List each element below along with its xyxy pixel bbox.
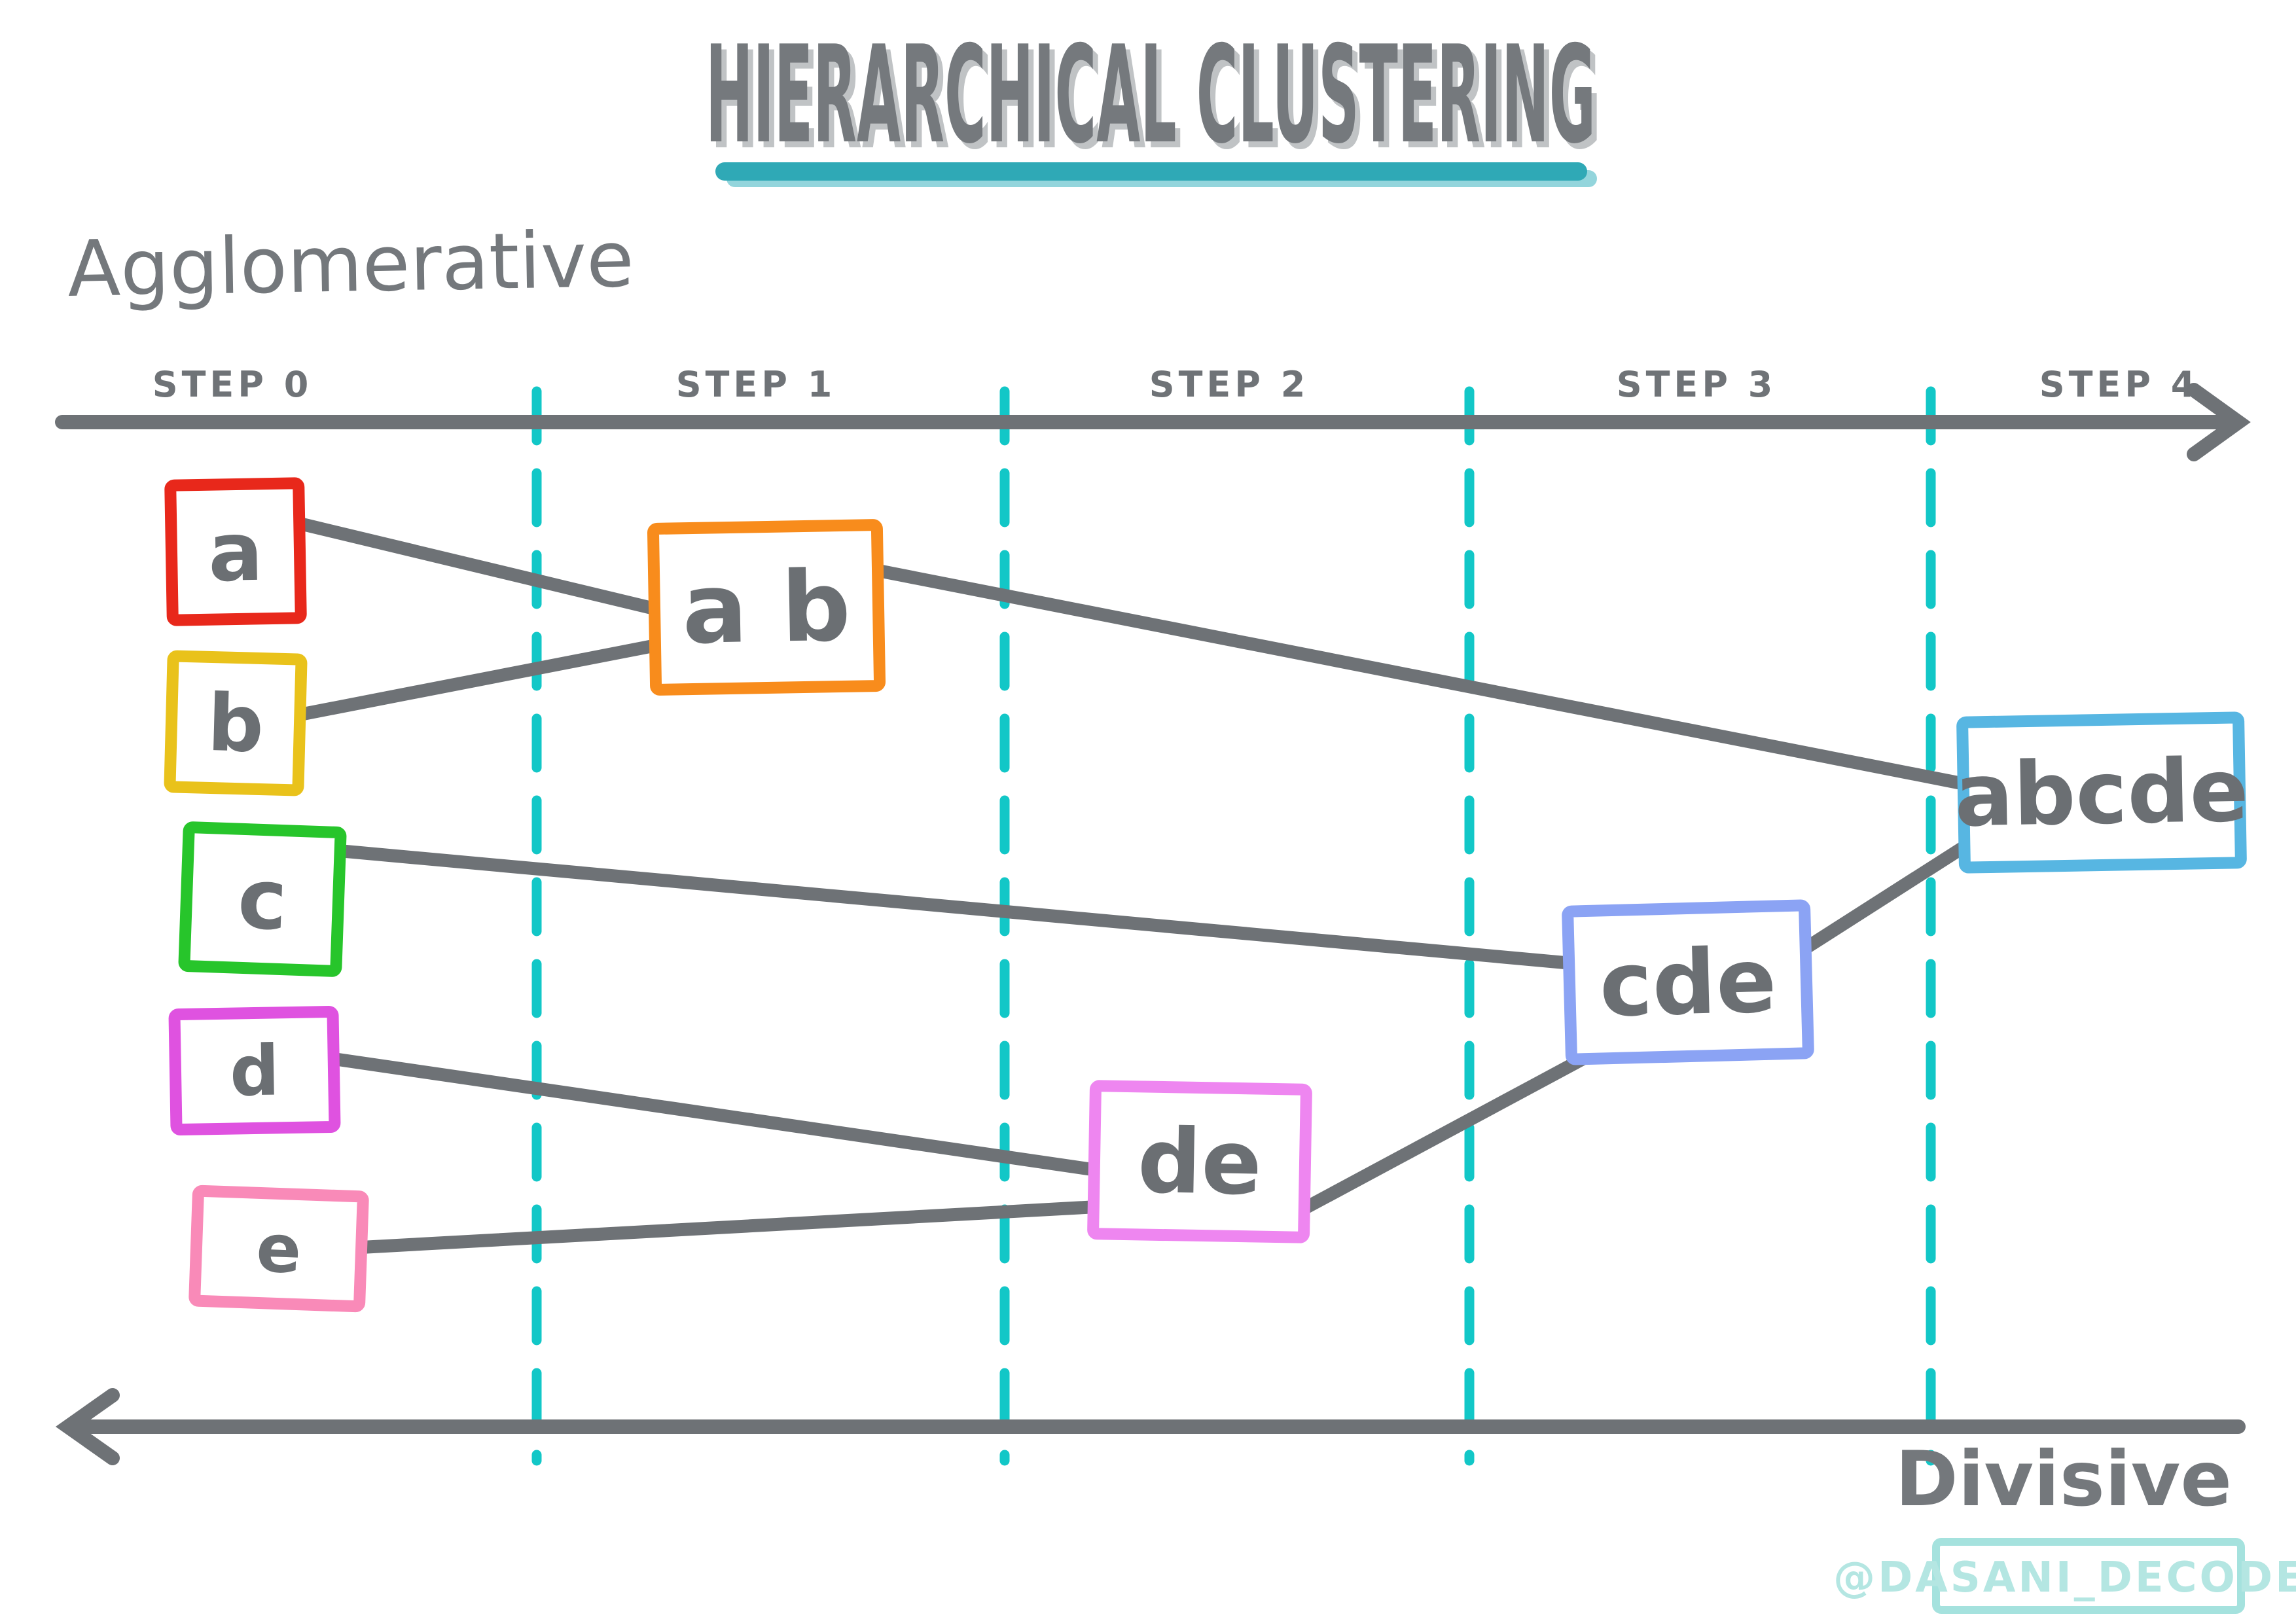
cluster-label-ab: a b (681, 550, 852, 666)
step-label-0: STEP 0 (152, 364, 313, 405)
watermark: @DASANI_DECODED (1833, 1538, 2296, 1614)
watermark-border (1932, 1538, 2245, 1614)
cluster-de: de (1087, 1080, 1312, 1243)
step-label-4: STEP 4 (2039, 364, 2200, 405)
cluster-box-cde (1562, 899, 1814, 1065)
edge-b-ab (293, 638, 666, 721)
cluster-label-abcde: abcde (1954, 741, 2250, 847)
agglomerative-label: Agglomerative (67, 214, 635, 314)
agglomerative-axis-arrowhead-icon (2187, 383, 2251, 461)
step-labels: STEP 0 STEP 1 STEP 2 STEP 3 STEP 4 (152, 364, 2200, 405)
page-title: HIERARCHICAL CLUSTERING HIERARCHICAL CLU… (706, 17, 1601, 187)
title-underline (715, 162, 1587, 181)
divisive-axis-arrowhead-icon (55, 1388, 120, 1465)
page-title-shadow-text: HIERARCHICAL CLUSTERING (711, 23, 1601, 179)
divisive-label: Divisive (1895, 1435, 2232, 1524)
cluster-label-c: c (236, 850, 289, 949)
cluster-label-de: de (1137, 1110, 1263, 1215)
step-separators (531, 386, 1936, 1466)
edge-d-de (327, 1052, 1103, 1177)
cluster-c: c (178, 821, 347, 977)
step-label-1: STEP 1 (676, 364, 836, 405)
cluster-label-a: a (207, 505, 264, 600)
cluster-box-ab (647, 519, 886, 696)
cluster-label-cde: cde (1598, 929, 1778, 1037)
edge-c-cde (332, 844, 1579, 970)
agglomerative-axis (55, 383, 2251, 461)
cluster-box-d (168, 1006, 341, 1135)
edge-de-cde (1299, 1041, 1611, 1215)
cluster-label-b: b (206, 678, 265, 770)
cluster-box-de (1087, 1080, 1312, 1243)
cluster-box-abcde (1956, 711, 2247, 874)
step-label-2: STEP 2 (1149, 364, 1310, 405)
edge-ab-abcde (872, 564, 1971, 791)
cluster-box-b (164, 650, 308, 796)
step-label-3: STEP 3 (1617, 364, 1777, 405)
cluster-a: a (164, 477, 307, 626)
divisive-axis (55, 1388, 2246, 1465)
cluster-cde: cde (1562, 899, 1814, 1065)
cluster-d: d (168, 1006, 341, 1135)
watermark-text: @DASANI_DECODED (1833, 1554, 2296, 1602)
cluster-label-d: d (229, 1030, 280, 1111)
cluster-label-e: e (255, 1209, 303, 1288)
cluster-ab: a b (647, 519, 886, 696)
cluster-edges (293, 517, 1973, 1254)
edge-cde-abcde (1800, 839, 1973, 954)
cluster-b: b (164, 650, 308, 796)
cluster-e: e (188, 1185, 369, 1313)
cluster-box-a (164, 477, 307, 626)
page-title-text: HIERARCHICAL CLUSTERING (706, 17, 1596, 173)
cluster-box-c (178, 821, 347, 977)
cluster-box-e (188, 1185, 369, 1313)
edge-e-de (355, 1200, 1103, 1254)
edge-a-ab (293, 517, 666, 616)
cluster-abcde: abcde (1954, 711, 2250, 874)
